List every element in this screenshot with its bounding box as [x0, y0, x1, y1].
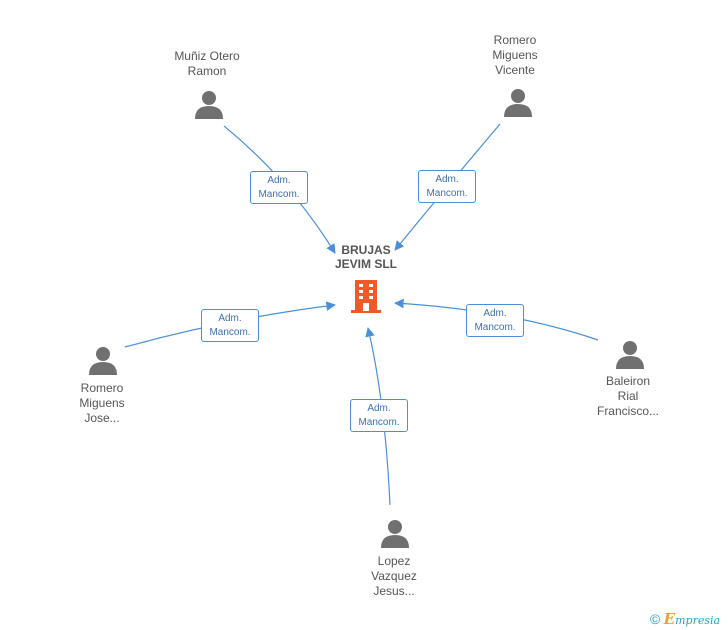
building-icon[interactable]	[349, 278, 383, 314]
role-line: Mancom.	[426, 188, 468, 199]
role-badge-lopez[interactable]: Adm. Mancom.	[350, 399, 408, 432]
role-badge-romero-vicente[interactable]: Adm. Mancom.	[418, 170, 476, 203]
role-line: Mancom.	[358, 417, 400, 428]
person-label-line: Vicente	[495, 63, 535, 77]
person-label-line: Romero	[80, 381, 124, 395]
person-label-lopez[interactable]: Lopez Vazquez Jesus...	[339, 554, 449, 599]
person-label-line: Rial	[617, 389, 639, 403]
person-label-line: Francisco...	[596, 404, 659, 418]
role-line: Adm.	[218, 313, 242, 324]
brand-logo-initial: E	[663, 610, 676, 628]
person-label-line: Baleiron	[605, 374, 651, 388]
person-label-line: Miguens	[492, 48, 538, 62]
person-label-munoz[interactable]: Muñiz Otero Ramon	[152, 49, 262, 79]
person-icon[interactable]	[615, 339, 645, 369]
company-name-line-2: JEVIM SLL	[334, 257, 397, 271]
person-label-line: Vazquez	[371, 569, 417, 583]
company-name[interactable]: BRUJAS JEVIM SLL	[311, 243, 421, 271]
person-icon[interactable]	[503, 87, 533, 117]
person-label-baleiron[interactable]: Baleiron Rial Francisco...	[573, 374, 683, 419]
role-line: Adm.	[367, 403, 391, 414]
role-line: Adm.	[483, 308, 507, 319]
person-label-line: Romero	[493, 33, 537, 47]
person-label-romero-vicente[interactable]: Romero Miguens Vicente	[460, 33, 570, 78]
role-line: Adm.	[435, 174, 459, 185]
role-line: Adm.	[267, 175, 291, 186]
person-label-line: Miguens	[79, 396, 125, 410]
person-icon[interactable]	[88, 345, 118, 375]
person-label-line: Ramon	[187, 64, 227, 78]
person-label-line: Muñiz Otero	[174, 49, 240, 63]
person-label-romero-jose[interactable]: Romero Miguens Jose...	[47, 381, 157, 426]
person-icon[interactable]	[194, 89, 224, 119]
person-icon[interactable]	[380, 518, 410, 548]
role-line: Mancom.	[209, 327, 251, 338]
brand-footer[interactable]: © Empresia	[650, 610, 720, 628]
role-badge-romero-jose[interactable]: Adm. Mancom.	[201, 309, 259, 342]
company-name-line-1: BRUJAS	[341, 243, 391, 257]
person-label-line: Jose...	[84, 411, 120, 425]
role-badge-baleiron[interactable]: Adm. Mancom.	[466, 304, 524, 337]
copyright-symbol: ©	[650, 611, 661, 627]
brand-logo-text: mpresia	[675, 614, 721, 627]
role-line: Mancom.	[258, 189, 300, 200]
person-label-line: Jesus...	[373, 584, 415, 598]
person-label-line: Lopez	[377, 554, 411, 568]
role-badge-munoz[interactable]: Adm. Mancom.	[250, 171, 308, 204]
role-line: Mancom.	[474, 322, 516, 333]
